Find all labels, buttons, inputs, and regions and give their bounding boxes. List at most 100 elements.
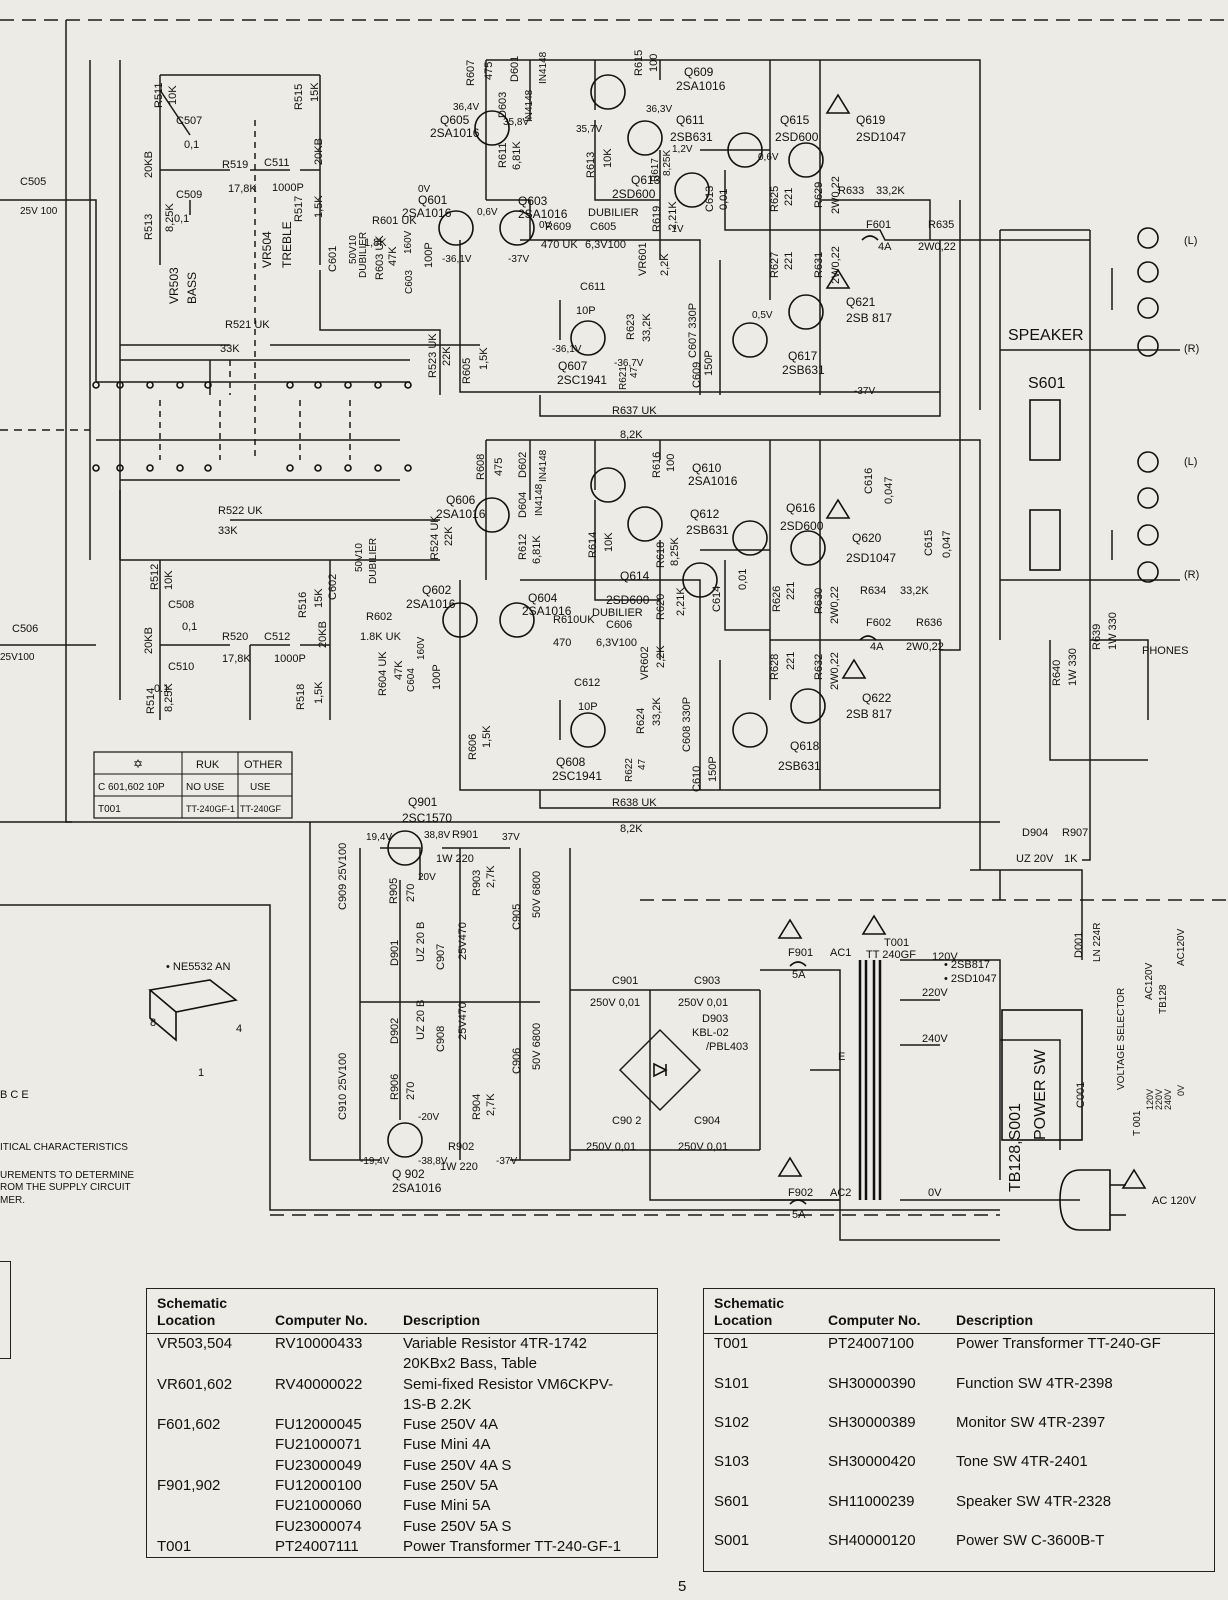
component-label: R518 (295, 684, 307, 710)
component-label: 2W0,22 (918, 241, 956, 253)
cell-description: Fuse Mini 4A (403, 1436, 491, 1454)
component-label: 0,1 (182, 621, 197, 633)
component-label: D904 (1022, 827, 1048, 839)
cell-location: S102 (714, 1414, 750, 1432)
component-label: 250V 0,01 (590, 997, 640, 1009)
component-label: VR504 (260, 231, 274, 268)
component-label: DUBILIER (358, 232, 369, 278)
component-label: -37V (854, 386, 875, 397)
mini-table-cell: TT-240GF-1 (186, 804, 235, 814)
component-label: 470 UK (541, 239, 578, 251)
component-label: 47K (387, 246, 399, 266)
cell-description: Fuse 250V 5A S (403, 1517, 512, 1535)
component-label: 33,2K (641, 313, 653, 342)
component-label: D601 (509, 56, 521, 82)
component-label: B C E (0, 1089, 29, 1101)
component-label: 2SA1016 (430, 126, 480, 140)
component-label: 50V 6800 (531, 1023, 543, 1070)
component-label: C905 (511, 904, 523, 930)
component-label: R607 (465, 60, 477, 86)
cell-computer-no: SH30000390 (828, 1374, 916, 1392)
component-label: -36,1V (442, 254, 472, 265)
component-label: C909 25V100 (337, 843, 349, 910)
component-label: 10K (603, 532, 615, 552)
component-label: 1W 220 (440, 1161, 478, 1173)
component-label: IN4148 (524, 89, 535, 122)
component-label: 2,7K (485, 865, 497, 888)
component-label: Q621 (846, 295, 876, 309)
cell-location (147, 1435, 266, 1455)
component-label: 120V (1145, 1089, 1155, 1110)
component-label: 250V 0,01 (678, 997, 728, 1009)
component-label: 221 (785, 582, 797, 600)
component-label: -1V (668, 224, 684, 235)
component-label: 36,4V (453, 102, 479, 113)
parts-table-right: Schematic Location Computer No. Descript… (703, 1288, 1215, 1572)
component-label: 0,1 (174, 213, 189, 225)
cell-location (147, 1395, 266, 1415)
component-label: C611 (580, 281, 605, 293)
component-label: 50V 6800 (531, 871, 543, 918)
cell-location (147, 1517, 266, 1537)
component-label: 1 (198, 1067, 204, 1079)
cell-location: S601 (714, 1492, 750, 1510)
component-label: 250V 0,01 (678, 1141, 728, 1153)
cell-computer-no: SH30000420 (828, 1453, 916, 1471)
component-label: 2SD600 (606, 593, 650, 607)
component-label: 5A (792, 969, 806, 981)
component-label: C614 (711, 586, 723, 612)
component-label: 0V (928, 1187, 942, 1199)
component-label: VR601 (637, 242, 649, 276)
component-label: 470 (553, 637, 571, 649)
component-label: Q613 (631, 173, 661, 187)
cropped-table-edge (0, 1261, 11, 1359)
component-label: 1000P (272, 182, 304, 194)
component-label: 0V (418, 184, 431, 195)
component-label: 5A (792, 1209, 806, 1221)
component-label: 20V (418, 872, 436, 883)
component-label: 15K (313, 588, 325, 608)
component-label: TB128 (1158, 984, 1169, 1014)
component-label: 1W 330 (1067, 648, 1079, 686)
component-label: C509 (176, 189, 202, 201)
component-label: R613 (585, 152, 597, 178)
component-label: 2W0,22 (829, 586, 841, 624)
component-label: C507 (176, 115, 202, 127)
component-label: 2SD1047 (846, 551, 896, 565)
component-label: R511 (153, 83, 165, 108)
component-label: 25V100 (0, 652, 35, 663)
cell-description: 20KBx2 Bass, Table (403, 1355, 537, 1373)
component-label: (R) (1184, 343, 1199, 355)
component-label: 6,3V100 (585, 239, 626, 251)
component-label: R608 (475, 454, 487, 480)
component-label: (R) (1184, 569, 1199, 581)
component-label: 150P (707, 756, 719, 782)
component-label: R611 (497, 143, 509, 168)
component-label: D602 (517, 452, 529, 478)
component-label: C512 (264, 631, 290, 643)
component-label: T001 (884, 937, 909, 949)
component-label: UREMENTS TO DETERMINE (0, 1170, 134, 1181)
component-label: 20KB (317, 621, 329, 648)
component-label: 4 (236, 1023, 242, 1035)
component-label: R902 (448, 1141, 474, 1153)
component-label: PHONES (1142, 645, 1188, 657)
component-label: 4A (870, 641, 884, 653)
component-label: 10K (163, 570, 175, 590)
component-label: C602 (327, 574, 339, 600)
component-label: -36,1V (552, 344, 582, 355)
cell-description: Fuse 250V 4A S (403, 1456, 512, 1474)
component-label: R519 (222, 159, 248, 171)
component-label: • 2SB817 (944, 959, 990, 971)
component-label: 17,8K (222, 653, 251, 665)
component-label: 1,5K (478, 347, 490, 370)
component-label: 2SC1941 (552, 769, 602, 783)
component-label: 2SB631 (782, 363, 825, 377)
cell-location: S103 (714, 1453, 750, 1471)
component-label: ITICAL CHARACTERISTICS (0, 1142, 128, 1153)
component-label: R603 UK (374, 235, 386, 280)
component-label: C904 (694, 1115, 720, 1127)
